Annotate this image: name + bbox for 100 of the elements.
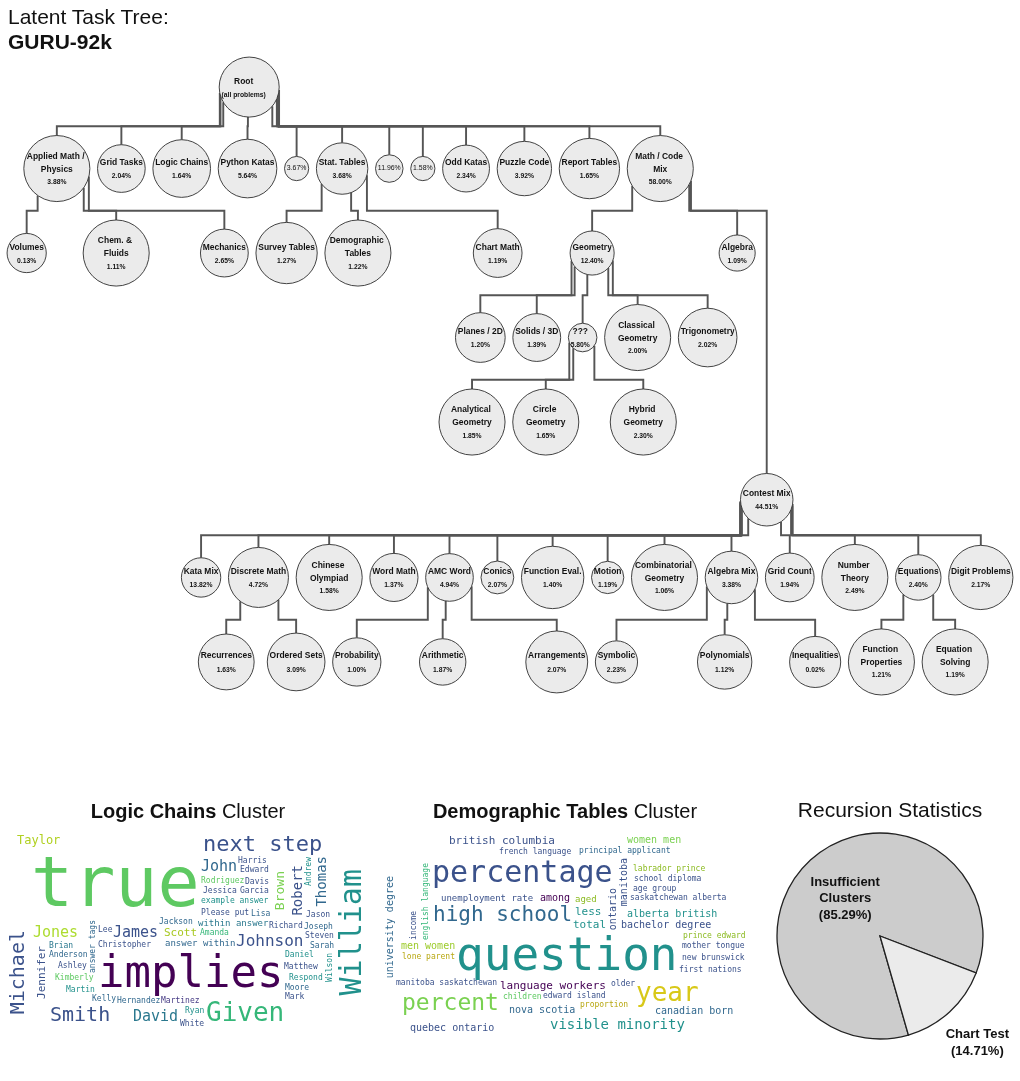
cloud-word: Hernandez (117, 997, 161, 1005)
connector (535, 265, 576, 315)
cloud-word: White (180, 1020, 205, 1028)
cloud-word: Joseph (304, 923, 333, 931)
cloud-word: Rodriguez (201, 877, 245, 885)
cloud-word: nova scotia (509, 1005, 576, 1015)
cloud-word: labrador prince (633, 865, 706, 873)
connector (581, 273, 589, 325)
connector (730, 517, 750, 553)
connector (277, 598, 298, 635)
connector (880, 593, 905, 630)
cloud-word: true (31, 847, 200, 917)
connector (285, 183, 323, 224)
connector (355, 586, 429, 639)
cloud-word: quebec ontario (410, 1023, 495, 1033)
cloud-title: Logic Chains Cluster (89, 800, 287, 823)
cloud-word: Lisa (251, 910, 271, 918)
cloud-word: older (611, 980, 636, 988)
cloud-word: Wilson (326, 953, 334, 982)
cloud-word: Sarah (310, 942, 335, 950)
cloud-word: Anderson (49, 951, 88, 959)
cloud-word: proportion (580, 1001, 629, 1009)
cloud-word: Michael (7, 930, 27, 1015)
cloud-word: Kelly (92, 995, 117, 1003)
cloud-word: Thomas (314, 856, 328, 907)
connector (544, 347, 575, 390)
connector (753, 588, 817, 638)
diagram-title: Latent Task Tree: GURU-92k (8, 4, 170, 55)
cloud-word: Jason (306, 911, 331, 919)
cloud-word: age group (633, 885, 677, 893)
connector (246, 116, 249, 141)
cloud-word: ontario (608, 888, 618, 931)
connector (441, 600, 447, 640)
cloud-word: Jessica (203, 887, 237, 895)
cloud-word: visible minority (550, 1017, 685, 1031)
cloud-word: english language (422, 863, 430, 941)
cloud-word: implies (98, 950, 284, 994)
cloud-word: Steven (305, 932, 334, 940)
cloud-word: Jackson (159, 918, 193, 926)
cloud-word: Given (206, 999, 285, 1025)
cloud-word: canadian born (655, 1006, 734, 1016)
cloud-word: Mark (285, 993, 305, 1001)
cloud-word: manitoba saskatchewan (396, 979, 498, 987)
cloud-word: Christopher (98, 941, 151, 949)
connector (607, 267, 639, 306)
cloud-word: William (336, 869, 366, 996)
connector (470, 585, 558, 632)
cloud-word: percentage (432, 857, 613, 887)
cloud-word: Scott (164, 927, 198, 938)
cloud-word: british columbia (449, 835, 555, 846)
cloud-word: first nations (679, 966, 742, 974)
cloud-word: answer within (165, 939, 236, 948)
connector (82, 186, 118, 221)
cloud-word: Harris (238, 857, 267, 865)
cloud-word: example answer (201, 897, 269, 905)
cloud-word: Ashley (58, 962, 87, 970)
connector (350, 191, 359, 221)
cloud-word: Robert (290, 865, 304, 916)
connector (55, 92, 221, 137)
cloud-word: Respond (289, 974, 323, 982)
cloud-word: bachelor degree (621, 920, 712, 930)
slice-label: Insufficient Clusters (85.29%) (809, 873, 881, 923)
connector (591, 185, 634, 232)
cloud-word: manitoba (619, 858, 629, 907)
connector (180, 101, 225, 141)
slice-label: Chart Test (14.71%) (944, 1026, 1011, 1059)
cloud-word: Taylor (17, 834, 61, 846)
connector (271, 105, 298, 158)
cloud-word: Ryan (185, 1007, 205, 1015)
connector (723, 602, 729, 636)
cloud-word: alberta british (627, 909, 718, 919)
cloud-word: Lee (98, 926, 113, 934)
cloud-word: Andrew (305, 857, 313, 886)
cloud-word: Martin (66, 986, 95, 994)
cloud-word: Edward (240, 866, 269, 874)
cloud-title: Demographic Tables Cluster (431, 800, 699, 823)
cloud-word: percent (402, 991, 499, 1014)
cloud-word: total (573, 919, 607, 930)
cloud-word: prince edward (683, 932, 746, 940)
cloud-word: Matthew (284, 963, 318, 971)
cloud-word: unemployment rate (441, 894, 534, 903)
cloud-word: Kimberly (55, 974, 94, 982)
cloud-word: next step (203, 833, 323, 855)
cloud-word: among (540, 893, 571, 903)
cloud-word: answer tags (89, 920, 97, 973)
connector (593, 344, 645, 390)
cloud-word: James (113, 925, 159, 940)
cloud-word: Please put (201, 909, 250, 917)
cloud-word: David (133, 1009, 179, 1024)
connector (932, 593, 957, 630)
cloud-word: lone parent (402, 953, 455, 961)
cloud-word: principal applicant (579, 847, 671, 855)
cloud-word: high school (433, 904, 573, 925)
cloud-word: edward island (543, 992, 606, 1000)
cloud-word: Brian (49, 942, 74, 950)
cloud-word: Garcia (240, 887, 269, 895)
cloud-word: french language (499, 848, 572, 856)
cloud-word: mother tongue (682, 942, 745, 950)
cloud-word: aged (575, 895, 597, 904)
cloud-word: women men (627, 835, 682, 845)
